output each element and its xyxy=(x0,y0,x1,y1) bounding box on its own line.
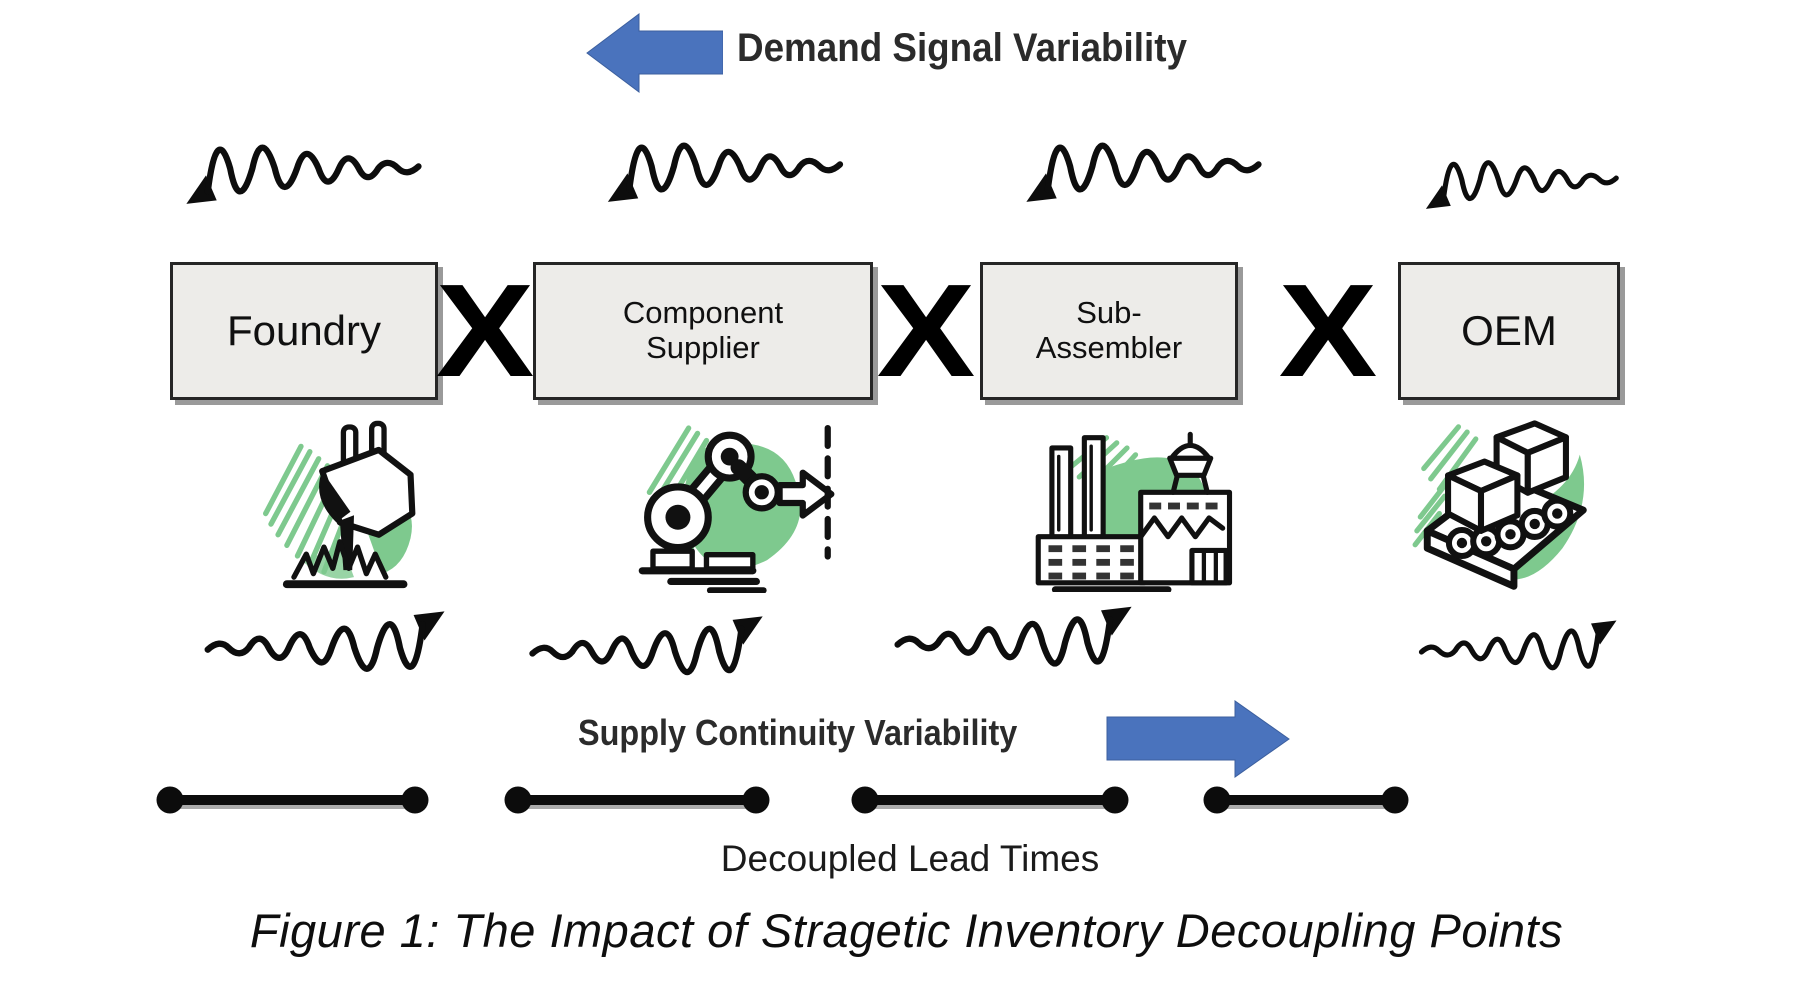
demand-wave-component xyxy=(607,142,844,202)
node-label: Assembler xyxy=(1035,330,1183,365)
node-box-foundry: Foundry xyxy=(170,262,438,400)
node-box-sub-assembler: Sub- Assembler xyxy=(980,262,1238,400)
lead-time-segment-foundry xyxy=(156,786,429,814)
supply-wave-component xyxy=(529,616,763,676)
demand-variability-label: Demand Signal Variability xyxy=(737,26,1187,70)
demand-left-arrow-icon xyxy=(586,13,723,93)
decoupled-lead-times-label: Decoupled Lead Times xyxy=(720,838,1100,879)
demand-wave-subassembler xyxy=(1026,142,1262,202)
decoupling-point-x-3: X xyxy=(1278,256,1378,404)
factory-icon xyxy=(1035,431,1233,592)
conveyor-boxes-icon xyxy=(1412,420,1587,590)
node-label: Supplier xyxy=(646,330,760,365)
supply-right-arrow-icon xyxy=(1106,700,1290,778)
supply-wave-oem xyxy=(1418,620,1617,671)
demand-wave-oem xyxy=(1425,160,1619,209)
figure-caption: Figure 1: The Impact of Stragetic Invent… xyxy=(249,904,1564,957)
decoupling-point-x-1: X xyxy=(435,256,535,404)
lead-time-segment-subassembler xyxy=(851,786,1129,814)
node-label: OEM xyxy=(1461,307,1557,355)
molten-metal-pouring-icon xyxy=(263,420,416,589)
supply-wave-foundry xyxy=(204,611,445,672)
lead-time-segment-oem xyxy=(1203,786,1409,814)
decoupling-point-x-2: X xyxy=(876,256,976,404)
node-label: Sub- xyxy=(1076,295,1142,331)
node-label: Foundry xyxy=(226,307,382,355)
demand-wave-foundry xyxy=(186,144,422,204)
robotic-arm-icon xyxy=(638,424,835,593)
node-box-component-supplier: Component Supplier xyxy=(533,262,873,400)
node-label: Component xyxy=(622,295,784,331)
supply-wave-subassembler xyxy=(894,606,1132,667)
lead-time-segment-component xyxy=(504,786,770,814)
supply-variability-label: Supply Continuity Variability xyxy=(578,712,1018,753)
node-box-oem: OEM xyxy=(1398,262,1620,400)
